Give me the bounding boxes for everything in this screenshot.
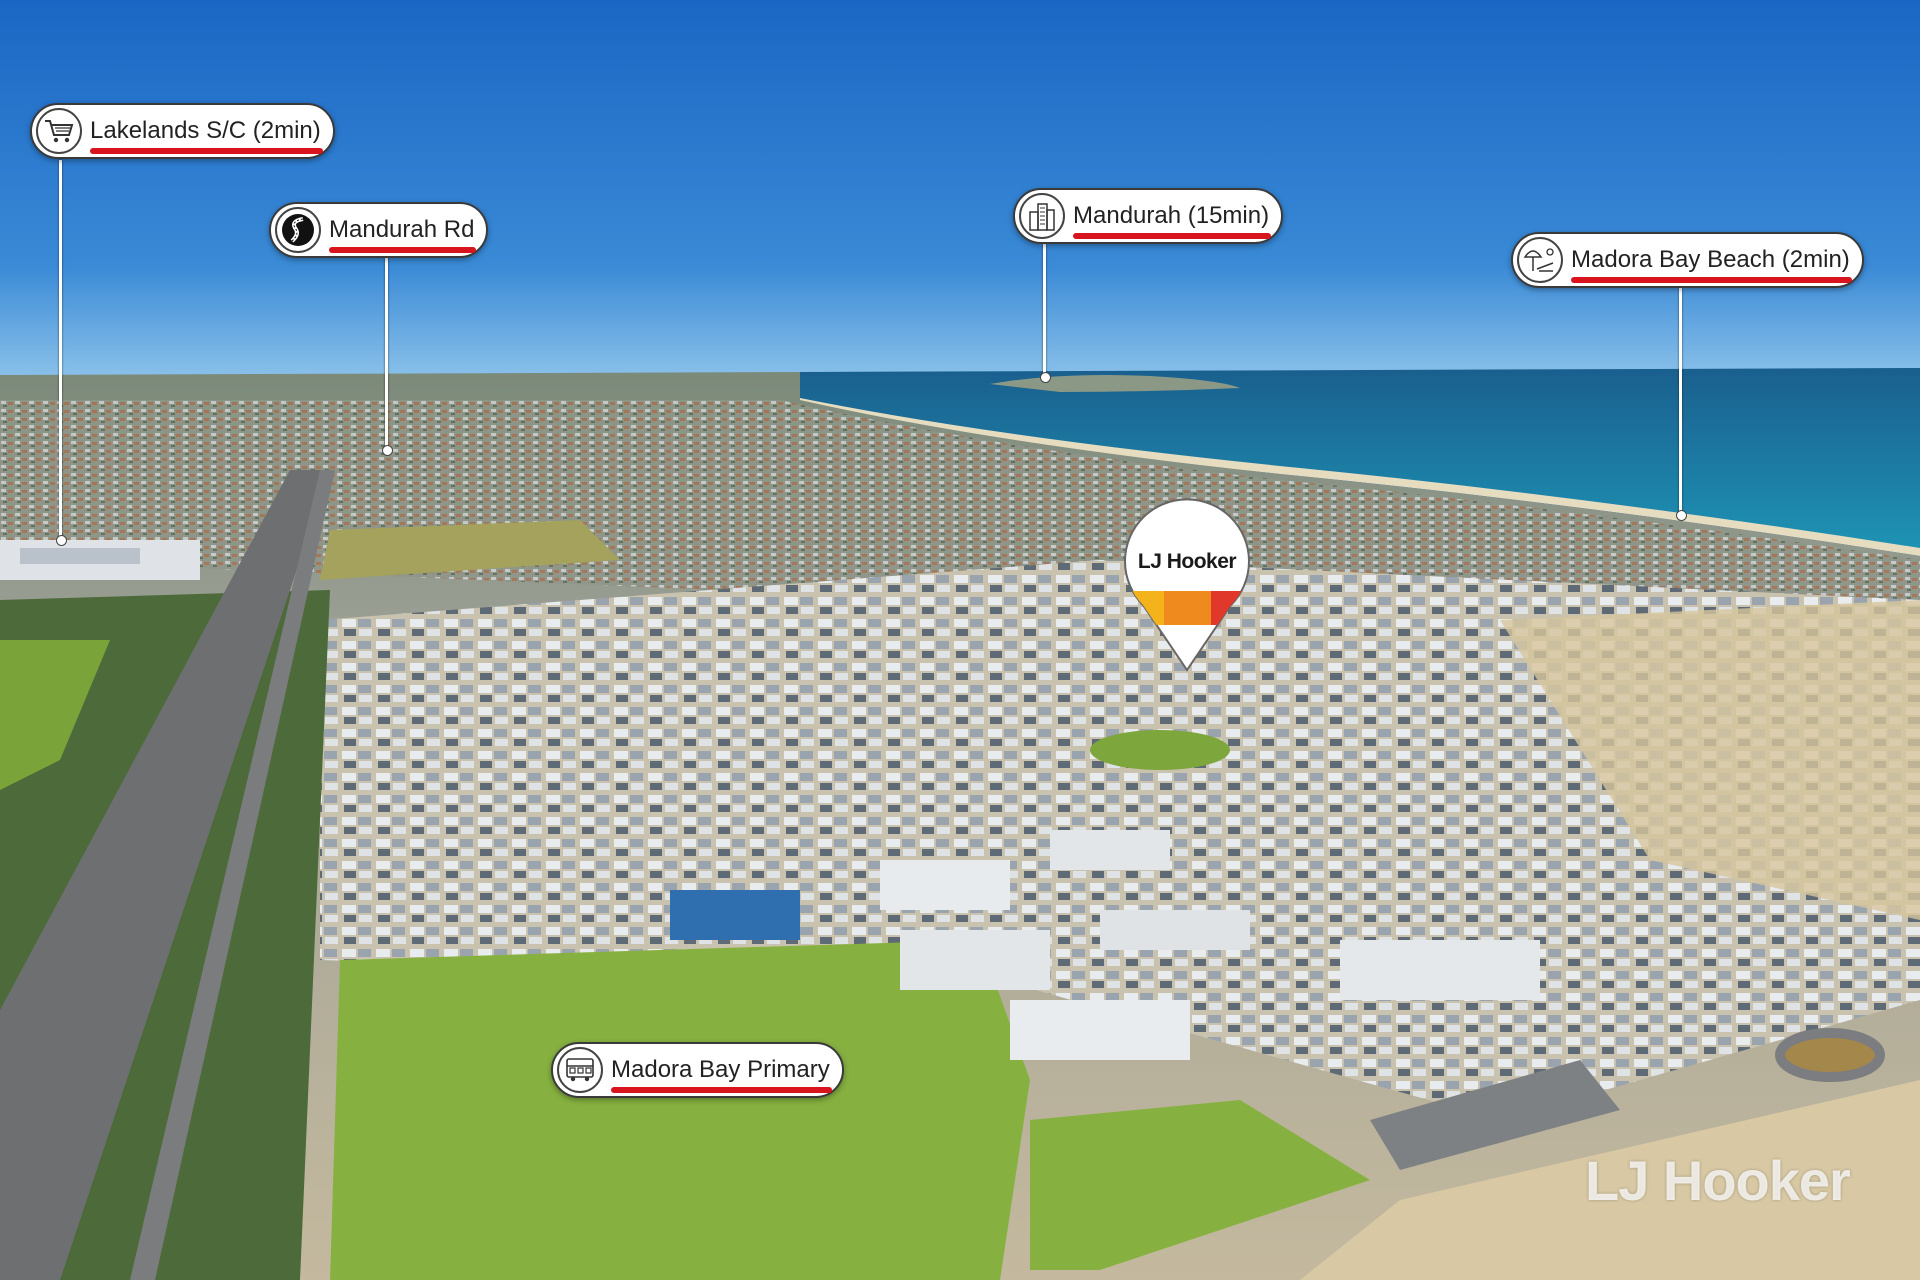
lakelands-label: Lakelands S/C (2min) xyxy=(90,117,323,154)
beach-leader-line xyxy=(1679,287,1682,515)
beach-callout: Madora Bay Beach (2min) xyxy=(1511,232,1864,288)
location-pin xyxy=(1124,498,1250,672)
pin-brand-label: LJ Hooker xyxy=(1137,550,1237,573)
school-label: Madora Bay Primary xyxy=(611,1056,832,1093)
beach-umbrella-icon xyxy=(1517,237,1563,283)
mandurah-leader-line xyxy=(1043,244,1046,376)
mandurah-callout: Mandurah (15min) xyxy=(1013,188,1284,244)
mandurah-label: Mandurah (15min) xyxy=(1073,202,1272,239)
mandurah-rd-label: Mandurah Rd xyxy=(329,216,477,253)
lakelands-callout: Lakelands S/C (2min) xyxy=(30,103,335,159)
mandurah-leader-dot xyxy=(1040,372,1051,383)
beach-leader-dot xyxy=(1676,510,1687,521)
mandurah-rd-leader-dot xyxy=(382,445,393,456)
mandurah-rd-callout: Mandurah Rd xyxy=(269,202,489,258)
brand-watermark: LJ Hooker xyxy=(1585,1149,1851,1212)
lakelands-leader-dot xyxy=(56,535,67,546)
shopping-cart-icon xyxy=(36,108,82,154)
beach-label: Madora Bay Beach (2min) xyxy=(1571,246,1852,283)
lakelands-leader-line xyxy=(59,160,62,540)
school-bus-icon xyxy=(557,1047,603,1093)
mandurah-rd-leader-line xyxy=(385,257,388,450)
city-buildings-icon xyxy=(1019,193,1065,239)
winding-road-icon xyxy=(275,207,321,253)
school-callout: Madora Bay Primary xyxy=(551,1042,844,1098)
